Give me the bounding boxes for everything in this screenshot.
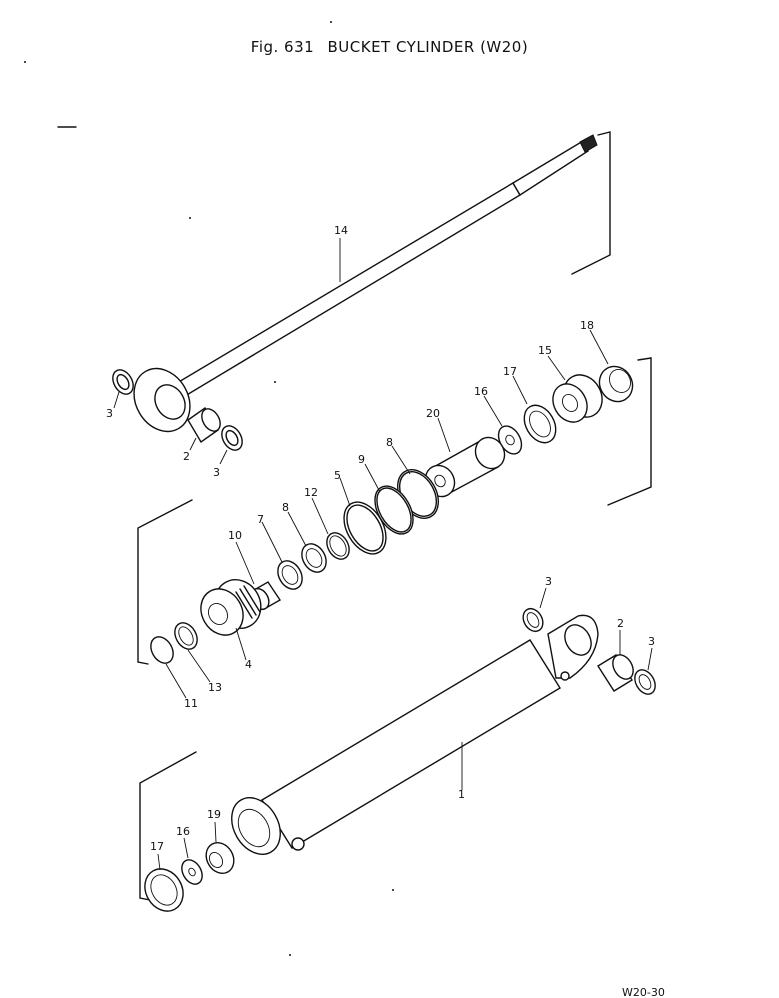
snap-ring-part-3b-inner [225,429,239,447]
label-20: 20 [426,407,440,420]
seal-part-17b-inner [150,874,178,906]
label-19: 19 [207,808,221,821]
label-2a: 2 [183,450,190,463]
figure-title: Fig. 631 BUCKET CYLINDER (W20) [0,38,779,56]
group-bracket-base [139,751,197,901]
label-16b: 16 [176,825,190,838]
label-3c: 3 [545,575,552,588]
label-8a: 8 [386,436,393,449]
label-11: 11 [184,697,198,710]
label-18: 18 [580,319,594,332]
page-code: W20-30 [622,986,665,998]
seal-part-7 [277,560,303,590]
snap-ring-part-3d-inner [638,674,652,690]
wear-ring-part-18 [598,365,634,403]
label-1: 1 [458,788,465,801]
piston-part-4 [200,579,262,636]
label-5: 5 [334,469,341,482]
washer-part-16b-hole [188,867,196,877]
label-14: 14 [334,224,348,237]
label-17a: 17 [503,365,517,378]
o-ring-part-9-inner [376,487,412,533]
snap-ring-part-3d [634,669,656,695]
seal-part-17b [144,868,184,912]
label-7: 7 [257,513,264,526]
label-16a: 16 [474,385,488,398]
washer-part-16b [181,859,203,885]
figure-number: Fig. 631 [250,38,315,56]
snap-ring-part-3a-inner [116,373,130,391]
label-4: 4 [245,658,252,671]
label-3b: 3 [213,466,220,479]
snap-ring-part-3c-inner [526,612,540,628]
label-9: 9 [358,453,365,466]
figure-name: BUCKET CYLINDER (W20) [327,38,529,56]
group-bracket-head [607,357,652,506]
label-10: 10 [228,529,242,542]
nut-part-19 [205,841,235,875]
ring-part-13-inner [178,626,194,646]
cylinder-head-part-15 [552,374,603,423]
part-number-labels: 14 3 2 3 18 15 17 16 20 8 9 5 12 8 7 10 … [106,224,655,853]
label-8b: 8 [282,501,289,514]
group-bracket-piston [137,499,193,665]
bushing-part-2b [597,654,634,692]
label-3d: 3 [648,635,655,648]
label-17b: 17 [150,840,164,853]
leader-lines [113,329,653,871]
cylinder-tube-part-1 [231,614,599,855]
scan-marks [24,21,394,956]
backup-ring-part-5-inner [346,504,384,552]
label-13: 13 [208,681,222,694]
ring-part-11 [150,636,174,664]
group-bracket-rod [571,131,611,275]
ring-part-12-inner [329,535,347,557]
piston-rod-part-14 [133,134,598,433]
label-3a: 3 [106,407,113,420]
bushing-part-2a [187,406,221,444]
ring-part-12 [326,532,350,560]
label-2b: 2 [617,617,624,630]
ring-part-13 [174,622,198,650]
seal-part-17a [523,404,557,444]
snap-ring-part-3c [522,607,544,633]
label-12: 12 [304,486,318,499]
seal-part-8b [301,543,327,573]
label-15: 15 [538,344,552,357]
